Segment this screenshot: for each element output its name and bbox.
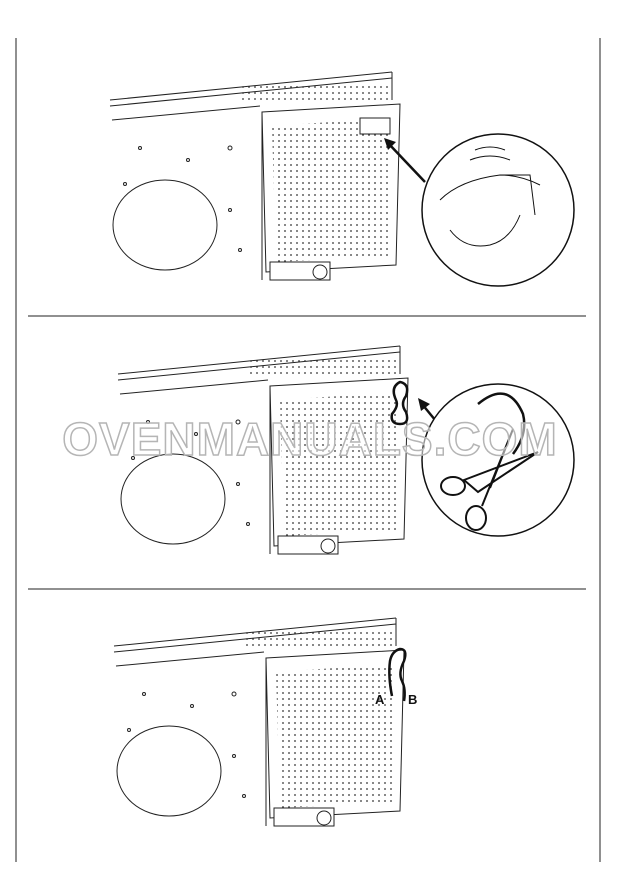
watermark: OVENMANUALS.COM	[62, 412, 558, 466]
detail-magnifier	[421, 383, 575, 537]
wire-loop	[390, 380, 409, 426]
step-1-illustration	[109, 71, 575, 287]
detail-magnifier	[421, 133, 575, 287]
label-sticker	[359, 117, 391, 135]
arrow	[387, 142, 426, 183]
label-a: A	[375, 692, 385, 707]
wire-ends	[388, 647, 407, 702]
step-2-illustration	[117, 345, 575, 555]
step-3-illustration	[113, 617, 407, 827]
scissors-icon	[440, 428, 539, 531]
label-b: B	[408, 692, 418, 707]
